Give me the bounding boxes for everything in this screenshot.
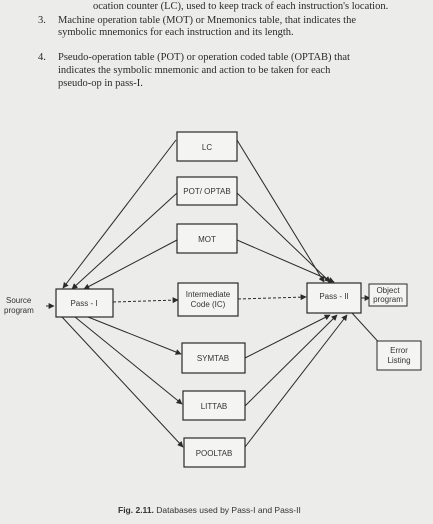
figure-caption: Fig. 2.11. Databases used by Pass-I and … <box>118 505 301 515</box>
pot-to-pass1-arrow <box>71 192 178 290</box>
error-label-2: Listing <box>387 356 410 365</box>
source-label-2: program <box>4 306 34 315</box>
littab-label: LITTAB <box>201 402 228 411</box>
symtab-box: SYMTAB <box>181 342 246 374</box>
mot-label: MOT <box>198 235 216 244</box>
figure-title: Databases used by Pass-I and Pass-II <box>156 505 301 515</box>
symtab-to-pass2-arrow <box>244 314 331 359</box>
lc-to-pass1-arrow <box>62 139 177 289</box>
figure-number: Fig. 2.11. <box>118 505 154 515</box>
pass1-to-ic-arrow <box>112 297 179 304</box>
item3-line2: symbolic mnemonics for each instruction … <box>58 27 294 38</box>
pass1-to-littab-arrow <box>74 316 183 405</box>
item-partial-text: ocation counter (LC), used to keep track… <box>93 1 389 12</box>
pooltab-to-pass2-arrow <box>244 314 348 448</box>
item4-line3: pseudo-op in pass-I. <box>58 78 143 89</box>
littab-box: LITTAB <box>182 390 246 421</box>
pass1-to-pooltab-arrow <box>61 316 184 448</box>
pooltab-box: POOLTAB <box>183 437 246 468</box>
lc-label: LC <box>202 143 212 152</box>
ic-to-pass2-arrow <box>237 294 307 301</box>
mot-to-pass1-arrow <box>83 239 178 290</box>
source-label-1: Source <box>6 296 32 305</box>
mot-box: MOT <box>176 223 238 254</box>
littab-to-pass2-arrow <box>244 314 338 407</box>
item4-number: 4. <box>38 52 46 63</box>
pooltab-label: POOLTAB <box>196 449 233 458</box>
pot-box: POT/ OPTAB <box>176 176 238 206</box>
lc-to-pass2-arrow <box>236 139 325 283</box>
item3-number: 3. <box>38 15 46 26</box>
pass1-box: Pass - I <box>55 288 114 318</box>
item4-line1: Pseudo-operation table (POT) or operatio… <box>58 52 350 63</box>
object-label-2: program <box>373 295 403 304</box>
item3-line1: Machine operation table (MOT) or Mnemoni… <box>58 15 356 26</box>
symtab-label: SYMTAB <box>197 354 229 363</box>
ic-box: Intermediate Code (IC) <box>177 282 239 317</box>
pass2-label: Pass - II <box>319 292 348 301</box>
mot-to-pass2-arrow <box>236 239 335 283</box>
connectors <box>46 139 384 448</box>
pass2-box: Pass - II <box>306 282 362 314</box>
pass1-to-symtab-arrow <box>87 316 182 355</box>
lc-box: LC <box>176 131 238 162</box>
error-listing-box: Error Listing <box>376 340 422 371</box>
ic-label-2: Code (IC) <box>191 300 226 309</box>
error-label-1: Error <box>390 346 408 355</box>
ic-label-1: Intermediate <box>186 290 231 299</box>
pot-to-pass2-arrow <box>236 192 331 283</box>
object-program-box: Object program <box>368 283 408 307</box>
pot-label: POT/ OPTAB <box>183 187 230 196</box>
pass1-label: Pass - I <box>70 299 97 308</box>
item4-line2: indicates the symbolic mnemonic and acti… <box>58 65 331 76</box>
object-label-1: Object <box>376 286 400 295</box>
